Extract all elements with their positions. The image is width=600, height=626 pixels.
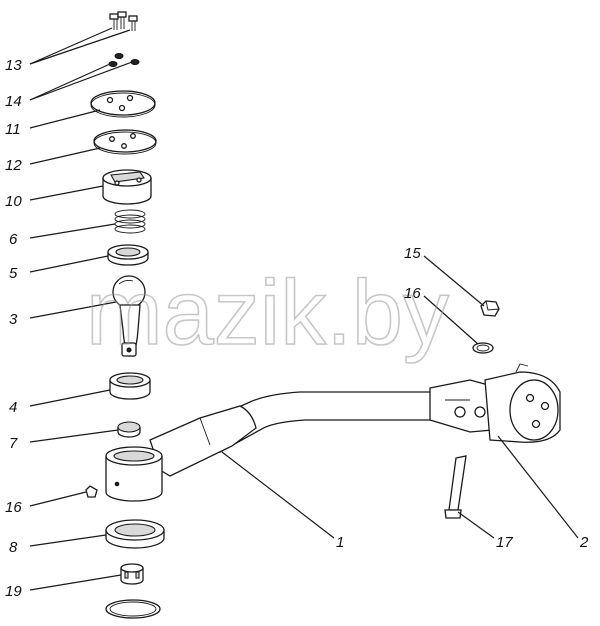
watermark-text: mazik.by xyxy=(86,262,449,364)
label-16-left: 16 xyxy=(5,499,22,516)
part-4-bushing xyxy=(109,372,151,400)
label-8: 8 xyxy=(9,539,18,556)
label-17: 17 xyxy=(496,534,513,551)
part-6-spring xyxy=(114,209,146,234)
part-10-cup xyxy=(102,169,152,205)
part-19-nut xyxy=(120,563,144,585)
label-5: 5 xyxy=(9,265,18,282)
label-6: 6 xyxy=(9,231,18,248)
part-12-gasket xyxy=(93,129,157,155)
label-7: 7 xyxy=(9,435,18,452)
part-1-tie-rod xyxy=(105,379,493,502)
label-11: 11 xyxy=(5,121,21,138)
label-1: 1 xyxy=(336,534,344,551)
part-11-plate xyxy=(90,90,156,118)
part-13-bolts xyxy=(109,11,138,31)
label-2: 2 xyxy=(579,534,589,551)
part-17-bolt xyxy=(444,455,467,519)
part-2-end-housing xyxy=(484,363,561,443)
part-15-nut xyxy=(480,300,500,317)
part-16-washer-right xyxy=(472,342,494,354)
label-12: 12 xyxy=(5,157,22,174)
leader-lines xyxy=(29,27,579,591)
part-5-ring xyxy=(107,244,149,266)
label-14: 14 xyxy=(5,93,22,110)
label-4: 4 xyxy=(9,399,17,416)
part-8-ring xyxy=(105,519,165,549)
part-16-plug-left xyxy=(85,485,98,498)
label-19: 19 xyxy=(5,583,22,600)
label-3: 3 xyxy=(9,311,18,328)
part-3-ball-pin xyxy=(112,275,146,357)
label-16-right: 16 xyxy=(404,285,421,302)
label-15: 15 xyxy=(404,245,421,262)
label-13: 13 xyxy=(5,57,22,74)
label-10: 10 xyxy=(5,193,22,210)
callout-labels: 13 14 11 12 10 6 5 3 4 7 16 8 19 15 16 1… xyxy=(5,57,589,600)
part-7-seat xyxy=(117,421,141,438)
bottom-ring xyxy=(105,599,161,619)
